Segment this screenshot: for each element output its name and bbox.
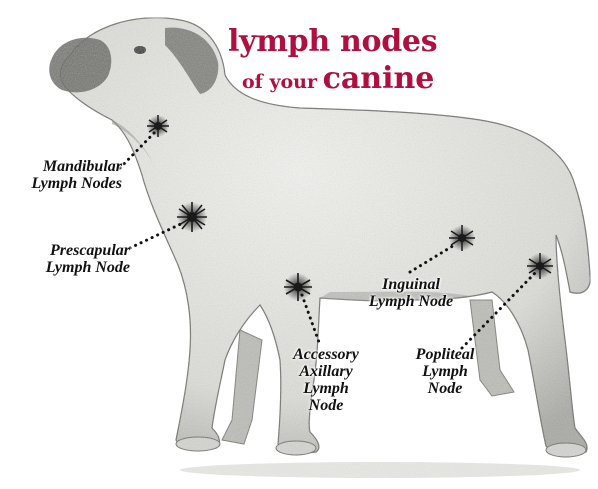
mandibular-node: [147, 115, 169, 137]
accessory-axillary-node: [284, 273, 312, 301]
label-prescapular: Prescapular Lymph Node: [14, 242, 130, 276]
popliteal-node: [527, 253, 553, 279]
prescapular-node: [177, 202, 207, 232]
diagram-subtitle: of your canine: [242, 62, 462, 100]
label-accessory-axillary: Accessory Axillary Lymph Node: [276, 346, 376, 414]
diagram-title: lymph nodes: [228, 26, 448, 58]
subtitle-big: canine: [323, 61, 435, 96]
label-inguinal: Inguinal Lymph Node: [356, 276, 466, 310]
label-popliteal: Popliteal Lymph Node: [400, 346, 490, 397]
subtitle-small: of your: [242, 71, 317, 93]
label-mandibular: Mandibular Lymph Nodes: [10, 158, 122, 192]
